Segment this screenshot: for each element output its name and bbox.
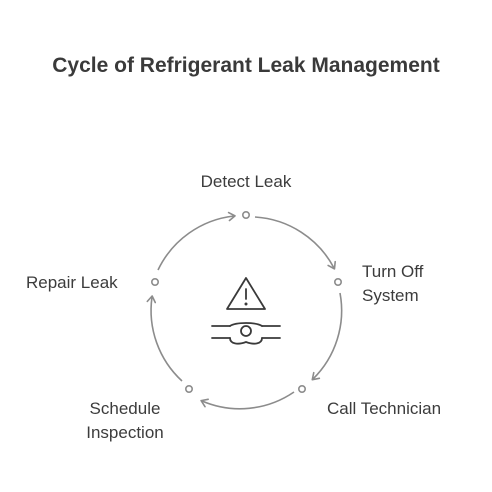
step-label-call-technician: Call Technician (327, 399, 442, 418)
leaking-pipe-warning-icon (211, 277, 281, 345)
arc-repair-to-detect (157, 211, 236, 271)
node-schedule-inspection (185, 384, 194, 393)
step-label-schedule-inspection: Schedule Inspection (86, 399, 164, 442)
arc-call-to-schedule (200, 391, 295, 410)
diagram-title: Cycle of Refrigerant Leak Management (52, 54, 440, 77)
node-call-technician (297, 384, 306, 393)
node-detect-leak (242, 211, 251, 220)
step-label-detect-leak: Detect Leak (200, 172, 292, 191)
arc-detect-to-turnoff (254, 216, 336, 270)
step-label-turn-off-system: Turn Off System (362, 262, 424, 305)
node-turn-off-system (333, 277, 342, 286)
arc-schedule-to-repair (146, 295, 183, 382)
arc-turnoff-to-call (311, 292, 343, 381)
node-repair-leak (151, 277, 160, 286)
step-label-repair-leak: Repair Leak (26, 273, 118, 292)
